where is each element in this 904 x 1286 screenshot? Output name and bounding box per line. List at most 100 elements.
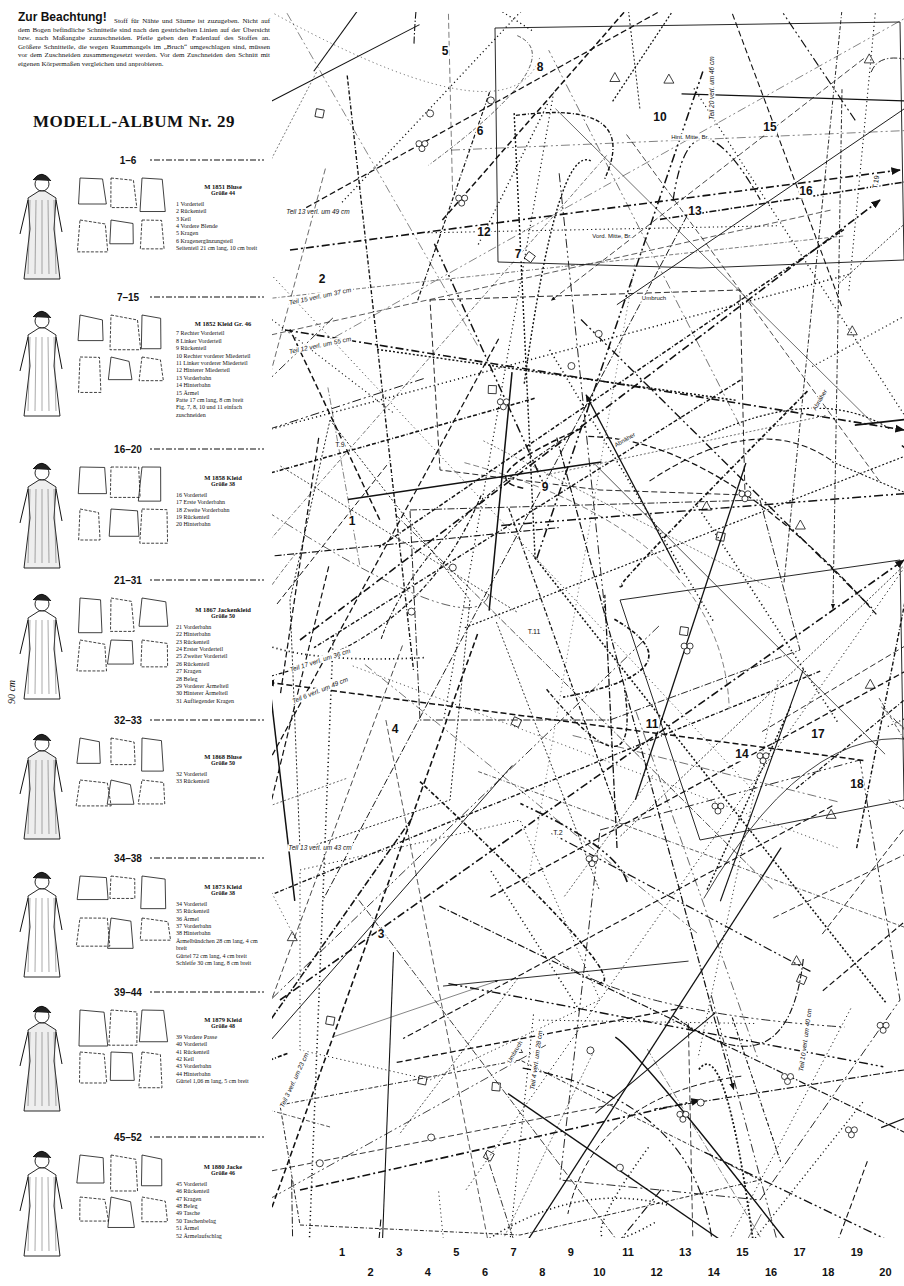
pattern-line	[334, 12, 904, 337]
model-range: 39–44	[112, 987, 144, 998]
figure-stripe	[28, 337, 30, 411]
part-list-entry: 49 Tasche	[176, 1210, 270, 1217]
pattern-line	[272, 72, 317, 438]
part-list-entry: 27 Kragen	[176, 668, 270, 675]
pattern-line	[822, 587, 904, 934]
pattern-thumbnail	[78, 315, 103, 341]
pattern-note: Teil 20 verl. um 46 cm	[708, 55, 715, 120]
pattern-line	[466, 558, 904, 1190]
notch-triangle	[826, 809, 836, 818]
notch-circle	[848, 1132, 854, 1138]
part-list-entry: 45 Vorderteil	[176, 1181, 270, 1188]
sheet-grid-number: 19	[851, 1246, 863, 1258]
pattern-thumbnail	[77, 1155, 104, 1183]
figure-stripe	[42, 1177, 43, 1251]
pattern-line	[272, 169, 325, 414]
part-list-entry: Größe 50	[176, 760, 270, 767]
pattern-piece-outline	[290, 420, 470, 850]
pattern-curve	[704, 739, 904, 899]
part-list-entry: 16 Vorderteil	[176, 492, 270, 499]
pattern-thumbnail	[140, 918, 170, 940]
notch-circle	[715, 808, 721, 814]
notch-circle	[568, 362, 575, 369]
pattern-line	[812, 221, 904, 367]
pattern-thumbnail	[142, 738, 164, 771]
part-list-entry: 8 Linker Vorderteil	[176, 338, 270, 345]
sheet-grid-number: 11	[622, 1246, 634, 1258]
fashion-figure	[20, 311, 62, 416]
figure-arm	[20, 489, 28, 523]
pattern-line	[732, 1017, 780, 1161]
notch-triangle	[865, 679, 875, 688]
pattern-line	[272, 12, 532, 30]
part-list-entry: Patte 17 cm lang, 8 cm breit	[176, 397, 270, 404]
pattern-line	[486, 1152, 577, 1238]
grain-arrow	[280, 560, 904, 1000]
pattern-line	[701, 12, 842, 306]
pattern-line	[573, 735, 839, 802]
pattern-line	[501, 484, 904, 525]
model-range: 7–15	[115, 292, 141, 303]
part-list-entry: 47 Kragen	[176, 1196, 270, 1203]
part-list-entry: M 1879 Kleid	[176, 1016, 270, 1023]
pattern-note: 12	[476, 226, 491, 239]
pattern-thumbnail	[108, 1197, 135, 1227]
pattern-line	[832, 462, 904, 641]
pattern-thumbnail	[76, 780, 111, 806]
pattern-line	[564, 774, 653, 897]
figure-stripe	[35, 1177, 36, 1251]
figure-stripe	[42, 200, 43, 274]
pattern-thumbnail	[111, 178, 137, 208]
pattern-line	[314, 12, 600, 71]
pattern-line	[559, 173, 606, 623]
pattern-line	[881, 707, 904, 1063]
notch-circle	[616, 1164, 623, 1171]
part-list-entry: 42 Keil	[176, 1056, 270, 1063]
sheet-grid-number: 2	[368, 1266, 374, 1278]
notch-square	[796, 974, 806, 984]
pattern-note: Teil 17 verl. um 36 cm	[288, 647, 352, 674]
pattern-line	[894, 719, 904, 1078]
figure-stripe	[42, 1032, 43, 1106]
pattern-line	[342, 12, 650, 202]
pattern-thumbnail	[77, 738, 100, 763]
pattern-thumbnail	[110, 1052, 134, 1080]
pattern-line	[272, 634, 478, 1238]
figure-stripe	[35, 760, 36, 834]
pattern-line	[359, 900, 637, 1238]
range-dash-line	[150, 1136, 264, 1137]
figure-stripe	[54, 620, 56, 694]
part-list-entry: 2 Rückenteil	[176, 208, 270, 215]
pattern-line	[290, 329, 380, 519]
figure-stripe	[48, 760, 49, 834]
notch-triangle	[610, 73, 620, 82]
model-range: 45–52	[112, 1132, 144, 1143]
figure-dress	[24, 480, 60, 568]
pattern-line	[272, 25, 420, 241]
part-list-entry: 40 Vorderteil	[176, 1041, 270, 1048]
pattern-lines	[272, 12, 904, 1238]
pattern-line	[491, 553, 904, 897]
pattern-note: 4	[391, 723, 400, 736]
part-list-entry: Fig. 7, 8, 10 und 11 einfach zuschneiden	[176, 404, 270, 419]
notch-circle	[500, 404, 506, 410]
sheet-grid-number: 1	[339, 1246, 345, 1258]
notch-circle	[587, 1047, 594, 1054]
pattern-line	[727, 1102, 863, 1238]
notch-circle	[408, 608, 415, 615]
part-list-entry: Ärmelbündchen 28 cm lang, 4 cm breit	[176, 938, 270, 953]
pattern-curve	[434, 244, 547, 493]
pattern-thumbnail	[139, 598, 168, 626]
pattern-note: Teil 13 verl. um 43 cm	[287, 844, 352, 851]
figure-arm	[56, 1177, 62, 1209]
figure-hair	[33, 594, 51, 601]
pattern-note: 16	[798, 185, 813, 198]
part-list-entry: 25 Zweiter Vorderteil	[176, 653, 270, 660]
fashion-figure	[20, 734, 62, 839]
pattern-thumbnail	[140, 509, 168, 543]
pattern-line	[902, 446, 904, 825]
part-list-entry: M 1858 Kleid	[176, 474, 270, 481]
pattern-line	[478, 772, 904, 990]
part-list-entry: 34 Vorderteil	[176, 901, 270, 908]
part-list-entry: 35 Rückenteil	[176, 908, 270, 915]
